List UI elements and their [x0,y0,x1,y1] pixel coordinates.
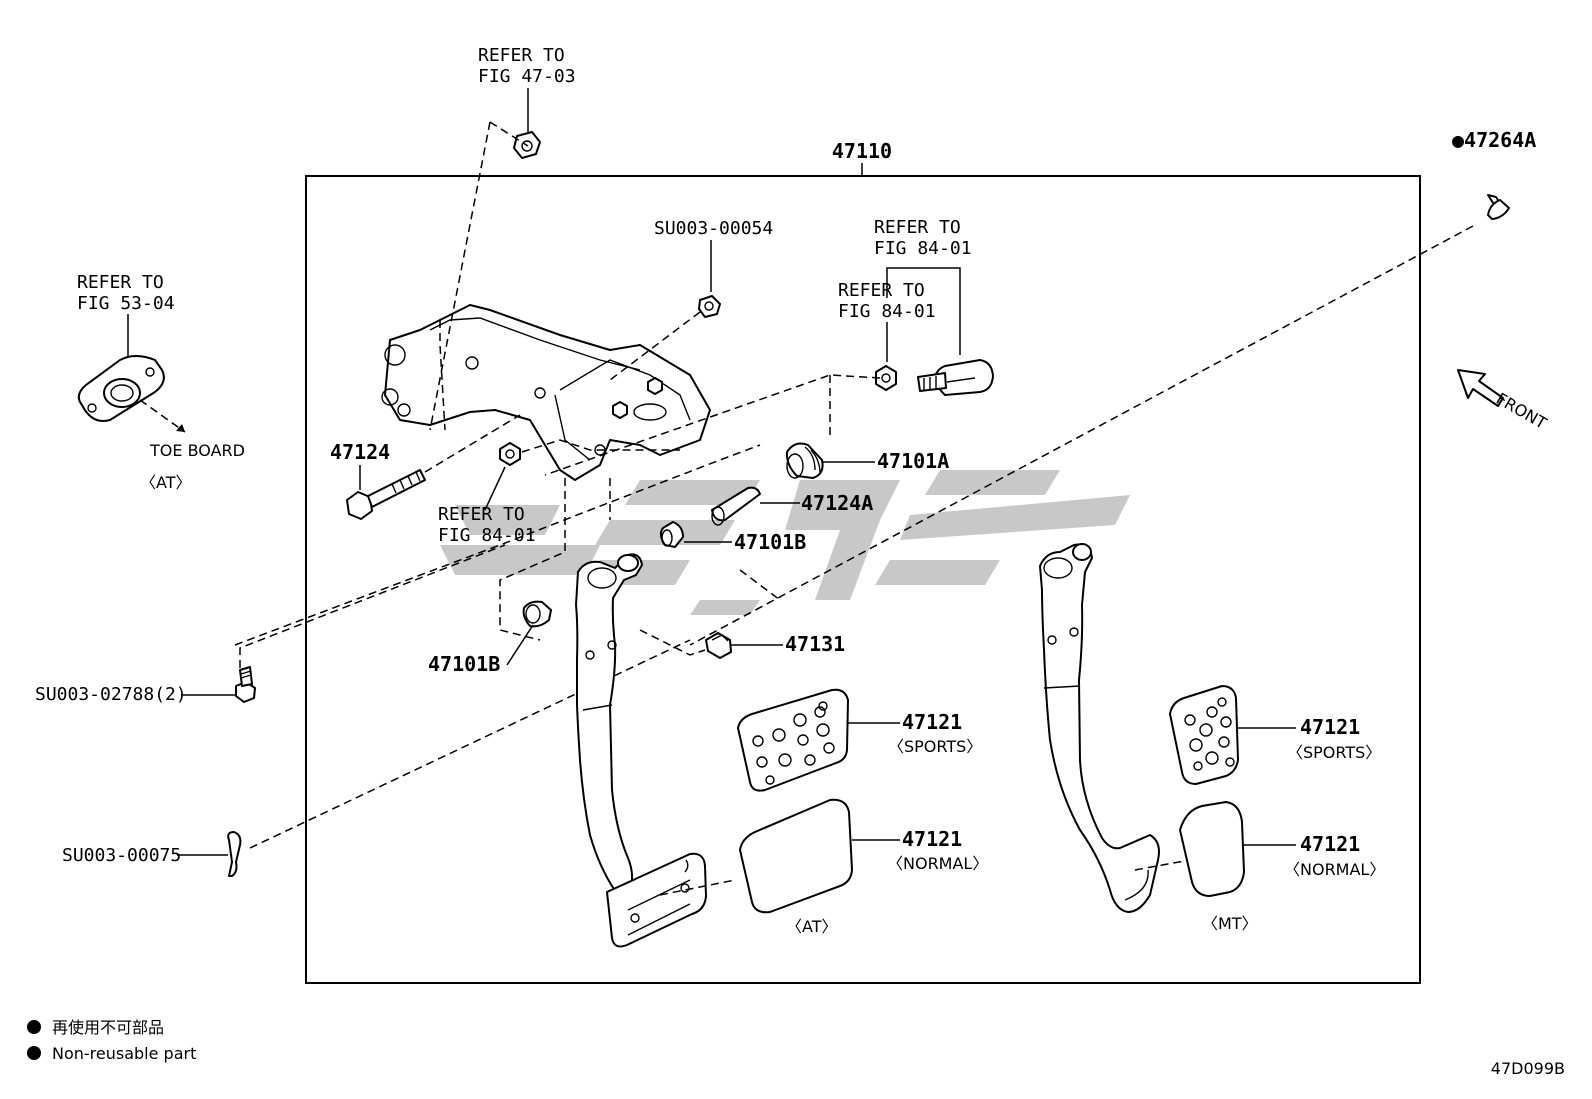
label-refer-84-01-low-line2: FIG 84-01 [438,525,536,546]
bushing-small-icon [522,600,552,628]
legend: 再使用不可部品 Non-reusable part [27,1018,196,1063]
stop-lamp-switch-icon [917,359,994,396]
label-47101a: 47101A [877,449,949,473]
dash-47124-a [424,414,521,473]
legend-en: Non-reusable part [52,1044,196,1063]
at-normal-pad-icon [739,798,853,914]
dash-nut-bracket [521,439,680,453]
dash-frame-box [499,478,566,641]
label-at-normal-note: 〈NORMAL〉 [887,854,988,873]
mt-normal-pad-icon [1179,801,1245,897]
label-47121-at-normal: 47121 [902,827,962,851]
lock-nut-icon [875,365,897,391]
assembly-frame [305,175,1421,984]
label-at-caption: 〈AT〉 [786,917,837,936]
at-sports-pad-icon [737,688,849,792]
label-47124: 47124 [330,440,390,464]
bushing-icon [785,442,824,479]
label-front: FRONT [1493,389,1550,433]
label-47110: 47110 [832,139,892,163]
label-refer-84-01-top-line1: REFER TO [874,217,961,238]
label-refer-53-04-line1: REFER TO [77,272,164,293]
figure-id: 47D099B [1491,1059,1565,1078]
dash-mt-pedal-pad [1134,859,1191,871]
mt-sports-pad-icon [1169,685,1239,785]
dash-switch [544,374,881,476]
label-47101b-lower: 47101B [428,652,500,676]
leader-47101b-lower [506,624,534,666]
stopper-icon [705,632,732,659]
nut-icon [698,295,721,318]
label-su003-02788: SU003-02788(2) [35,684,187,705]
mt-brake-pedal-icon [1039,543,1160,913]
dash-bracket-nut [429,121,491,431]
dash-bracket-nut-2 [489,121,529,147]
bracket-lead-84-01 [886,267,961,355]
bolt-icon [346,469,426,520]
dash-47124-b [234,444,761,646]
dash-frame-box3 [739,569,781,601]
nut-icon [499,442,521,466]
label-refer-84-01-mid-line2: FIG 84-01 [838,301,936,322]
dash-bracket-bolt [439,320,446,431]
label-toe-board-at: 〈AT〉 [140,473,191,492]
label-47131: 47131 [785,632,845,656]
dash-02788 [239,544,506,668]
front-arrow-icon [1457,369,1504,407]
label-refer-84-01-top-line2: FIG 84-01 [874,238,972,259]
label-refer-84-01-low-line1: REFER TO [438,504,525,525]
bushing-small-icon [659,521,684,548]
pedal-bracket-icon [381,304,711,481]
legend-jp: 再使用不可部品 [52,1018,164,1037]
collar-icon [711,486,761,526]
dash-00054 [609,311,701,381]
label-mt-sports-note: 〈SPORTS〉 [1287,743,1381,762]
bullet-icon [27,1020,41,1034]
label-47264a: ●47264A [1452,128,1536,152]
label-47101b-upper: 47101B [734,530,806,554]
label-su003-00075: SU003-00075 [62,845,181,866]
label-47121-at-sports: 47121 [902,710,962,734]
label-47124a: 47124A [801,491,873,515]
label-mt-normal-note: 〈NORMAL〉 [1284,860,1385,879]
dash-47131 [639,629,706,656]
cotter-pin-icon [227,831,242,877]
bullet-icon [27,1046,41,1060]
bolt-small-icon [235,666,256,703]
dash-47264a [689,225,1474,646]
label-mt-caption: 〈MT〉 [1202,914,1258,933]
label-refer-84-01-mid-line1: REFER TO [838,280,925,301]
toe-board-arrow [139,399,186,433]
leader-84-01-low [484,466,506,511]
clip-pin-icon [1487,194,1510,220]
grommet-icon [77,355,165,422]
label-refer-47-03-line1: REFER TO [478,45,565,66]
arrow-head-icon [176,424,185,432]
at-brake-pedal-icon [575,553,707,948]
label-47121-mt-normal: 47121 [1300,832,1360,856]
dash-00075 [249,639,691,849]
label-su003-00054: SU003-00054 [654,218,773,239]
label-47121-mt-sports: 47121 [1300,715,1360,739]
label-toe-board: TOE BOARD [149,441,245,460]
label-refer-53-04-line2: FIG 53-04 [77,293,175,314]
label-at-sports-note: 〈SPORTS〉 [888,737,982,756]
label-refer-47-03-line2: FIG 47-03 [478,66,576,87]
